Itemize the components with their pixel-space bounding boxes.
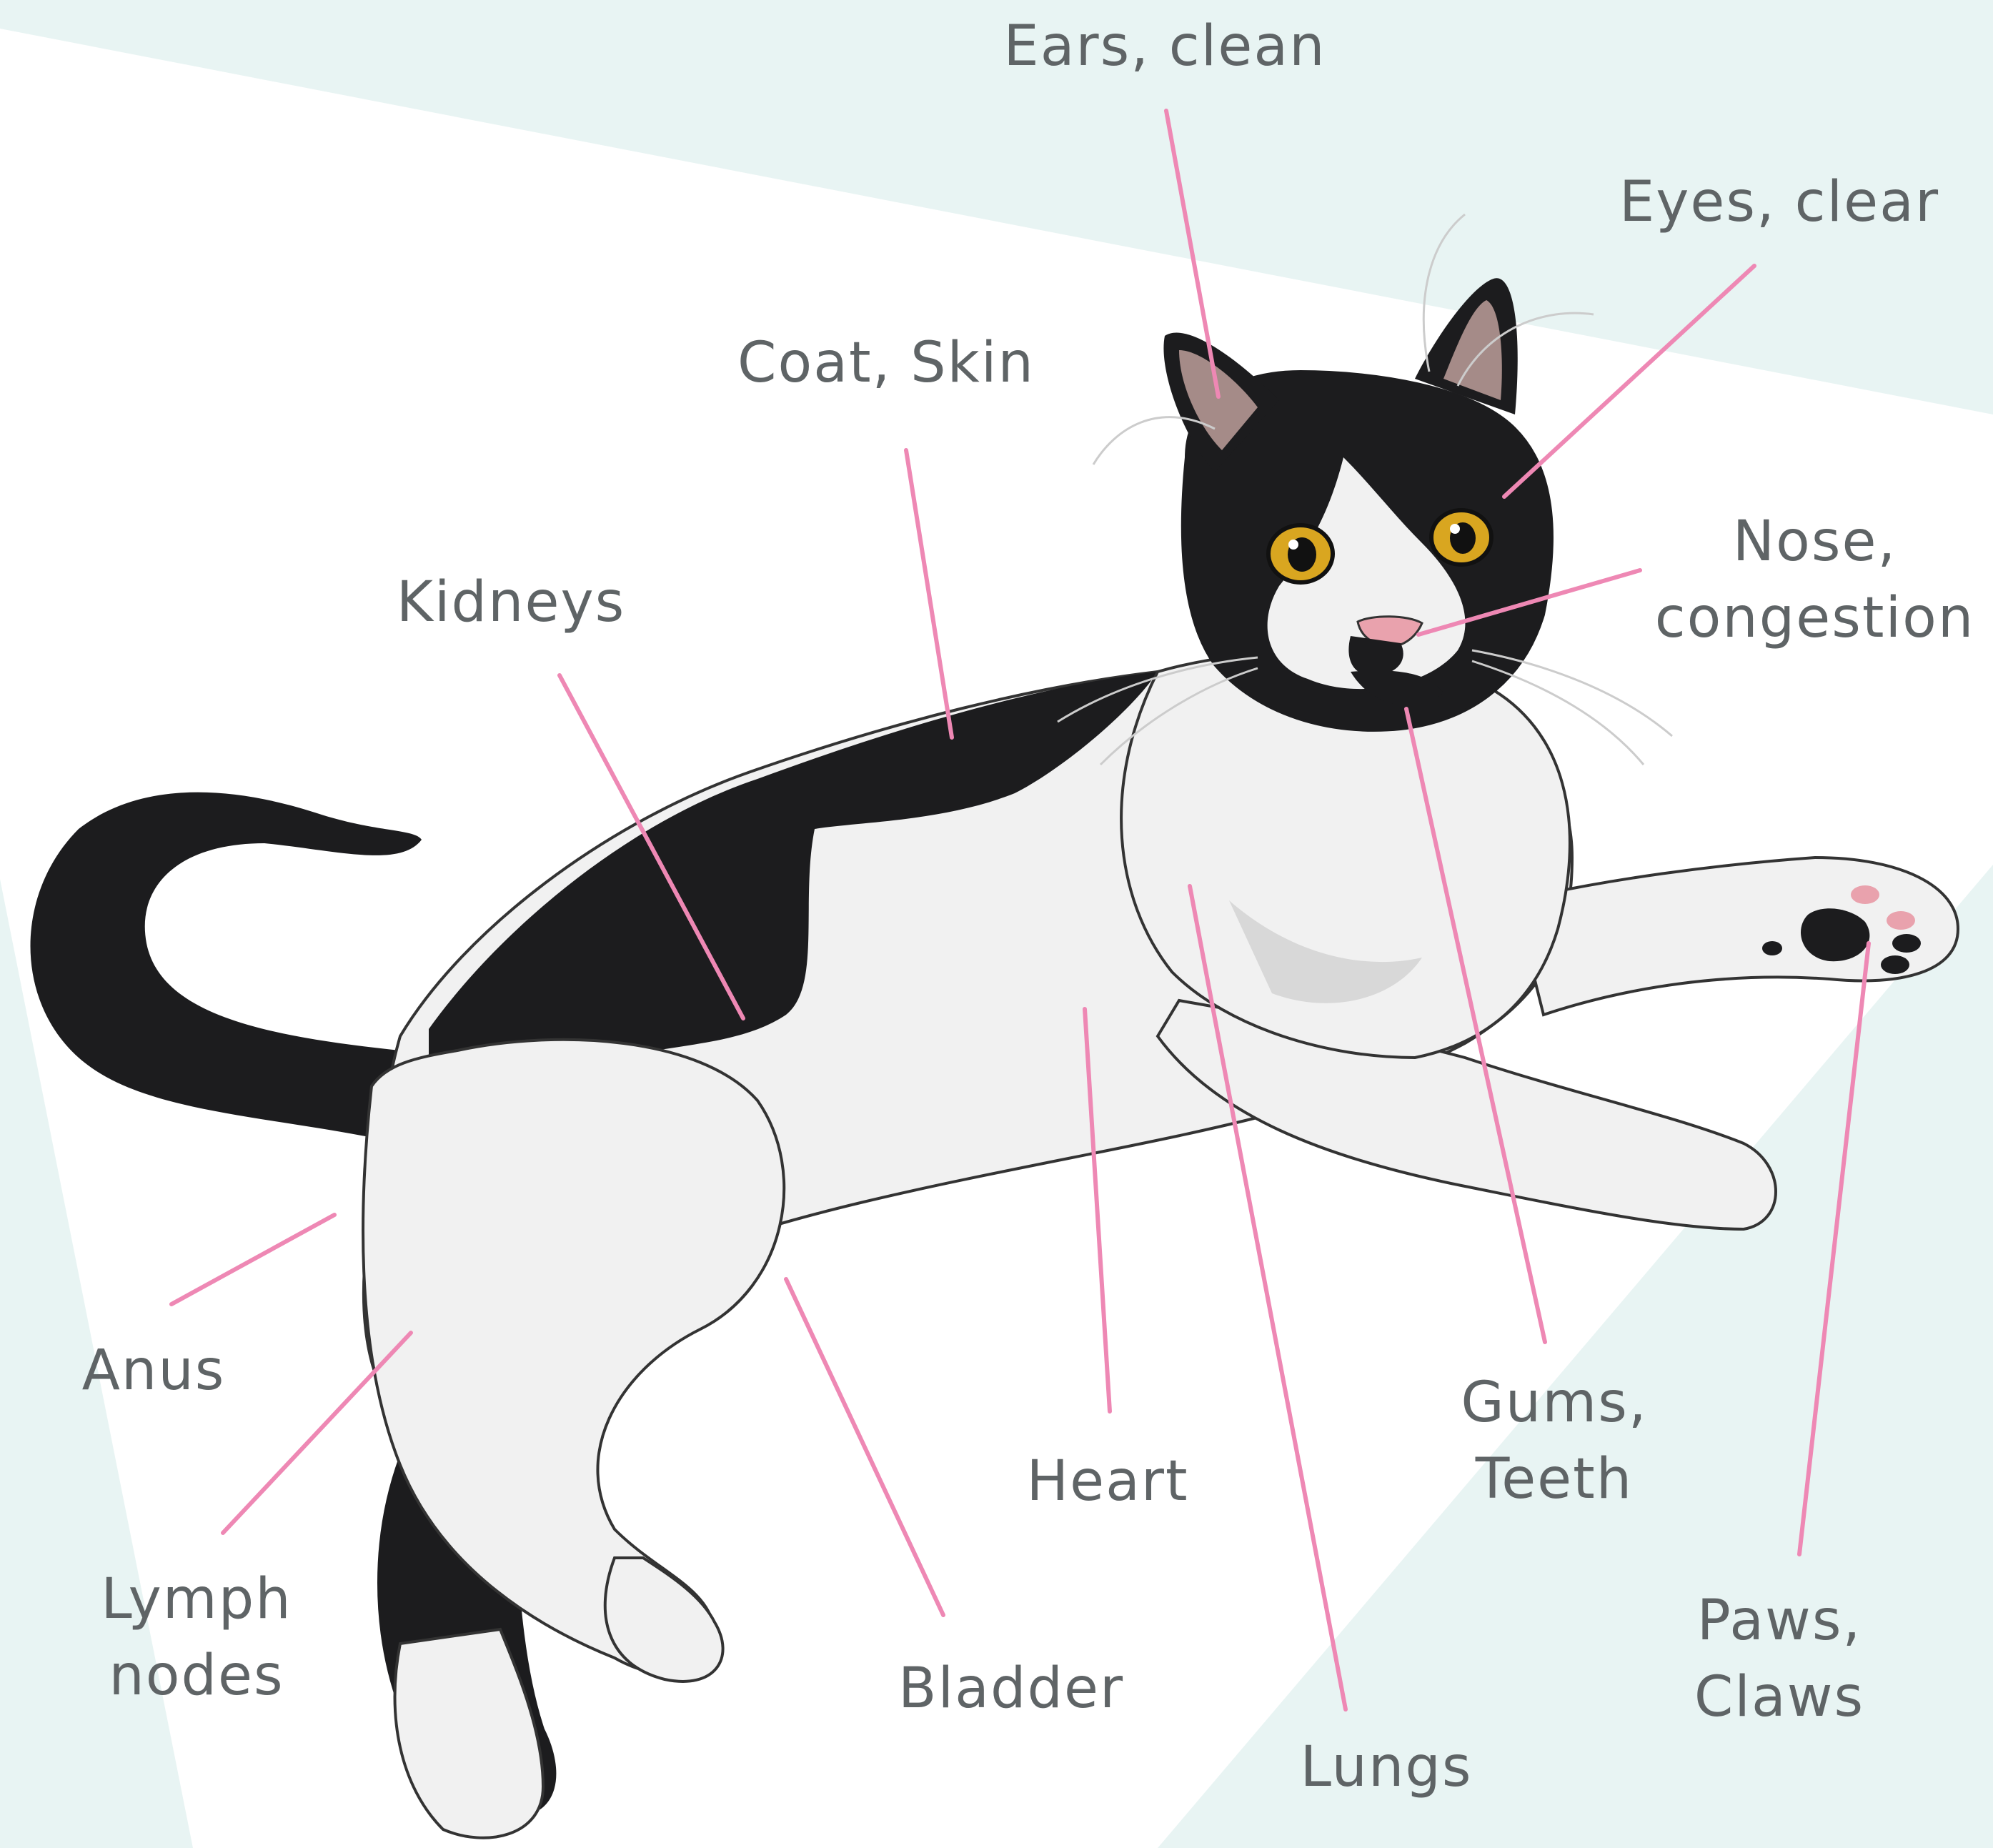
label-bladder-text: Bladder — [868, 1651, 1154, 1727]
cat-eye-glint-left — [1288, 540, 1298, 550]
label-lymph-line-1: Lymph — [79, 1561, 314, 1638]
label-gums-line-1: Gums, — [1436, 1365, 1672, 1441]
label-lymph: Lymph nodes — [79, 1561, 314, 1714]
cat-paw-pad-toe-4 — [1881, 955, 1909, 974]
label-coat: Coat, Skin — [718, 325, 1054, 402]
cat-paw-pad-dot — [1762, 941, 1782, 955]
label-eyes: Eyes, clear — [1594, 164, 1965, 241]
label-eyes-text: Eyes, clear — [1594, 164, 1965, 241]
cat-paw-pad-toe-2 — [1887, 911, 1915, 930]
cat-eye-glint-right — [1450, 524, 1460, 534]
leader-line-bladder — [786, 1279, 943, 1615]
label-gums: Gums, Teeth — [1436, 1365, 1672, 1518]
label-lungs: Lungs — [1272, 1729, 1501, 1806]
cat-paw-pad-toe-3 — [1892, 934, 1921, 953]
label-kidneys: Kidneys — [375, 565, 647, 641]
label-ears-text: Ears, clean — [986, 9, 1343, 85]
label-nose-line-2: congestion — [1636, 580, 1993, 657]
label-paws: Paws, Claws — [1665, 1583, 1894, 1736]
cat-paw-pad-toe-1 — [1851, 885, 1879, 904]
label-heart-text: Heart — [1004, 1444, 1211, 1520]
label-nose: Nose, congestion — [1636, 504, 1993, 657]
label-bladder: Bladder — [868, 1651, 1154, 1727]
label-kidneys-text: Kidneys — [375, 565, 647, 641]
label-lungs-text: Lungs — [1272, 1729, 1501, 1806]
label-ears: Ears, clean — [986, 9, 1343, 85]
leader-line-coat — [906, 450, 952, 737]
cat-tail — [31, 793, 422, 1143]
label-paws-line-2: Claws — [1665, 1659, 1894, 1736]
leader-line-anus — [172, 1215, 334, 1304]
label-lymph-line-2: nodes — [79, 1638, 314, 1714]
label-gums-line-2: Teeth — [1436, 1441, 1672, 1518]
label-heart: Heart — [1004, 1444, 1211, 1520]
label-anus: Anus — [54, 1333, 254, 1409]
label-paws-line-1: Paws, — [1665, 1583, 1894, 1659]
label-coat-text: Coat, Skin — [718, 325, 1054, 402]
label-anus-text: Anus — [54, 1333, 254, 1409]
label-nose-line-1: Nose, — [1636, 504, 1993, 580]
